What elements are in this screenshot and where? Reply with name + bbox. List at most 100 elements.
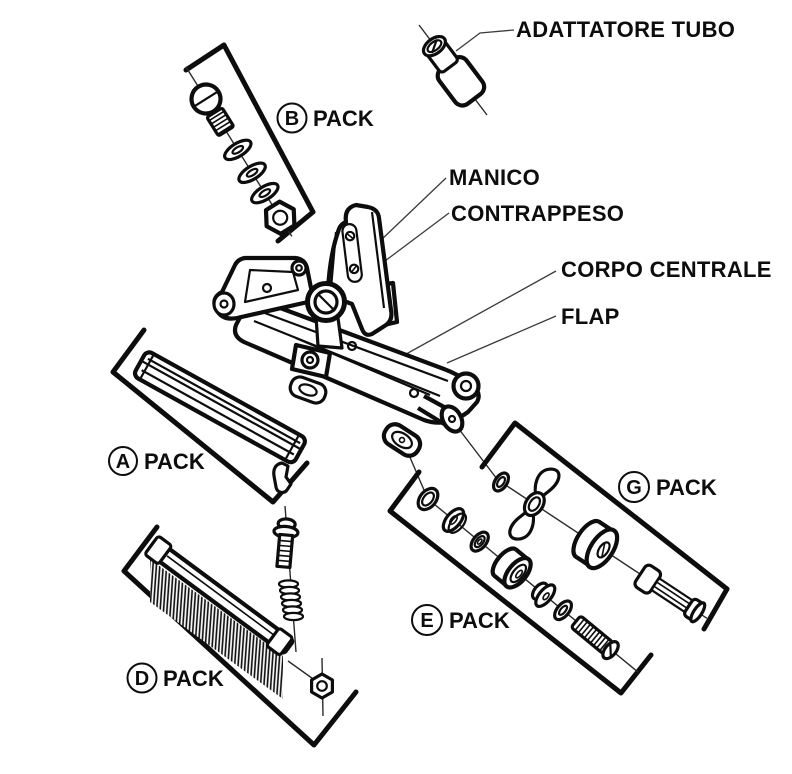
left-pivot-block <box>288 342 333 405</box>
tube-adapter-label: ADATTATORE TUBO <box>516 17 735 42</box>
pack-d-letter: D <box>135 668 149 690</box>
pack-e-letter: E <box>420 610 433 632</box>
flap-leader <box>446 315 557 364</box>
pack-a-circle <box>108 446 138 476</box>
left-foot <box>288 375 328 405</box>
brush-end-block-right <box>265 627 294 657</box>
e-screw-threads <box>574 619 610 651</box>
brush <box>144 535 295 699</box>
counterweight-slot <box>341 223 363 283</box>
right-upper-foot <box>451 371 481 401</box>
pack-b-word: PACK <box>313 106 374 131</box>
pack-a-label: A PACK <box>108 446 205 476</box>
pack-d-assembly <box>121 505 359 748</box>
counterweight-screw-bottom <box>348 263 360 275</box>
brush-end-block-left <box>144 535 173 565</box>
pack-g-circle <box>618 471 650 503</box>
nut-diagonal-line <box>287 660 317 682</box>
square-nut <box>310 672 334 700</box>
brush-bristles <box>150 559 283 699</box>
screw-thread-hatching <box>209 111 233 135</box>
left-wing-screw <box>261 282 273 294</box>
left-pivot-hole <box>305 355 315 365</box>
pack-g-word: PACK <box>656 475 717 500</box>
swivel-collar <box>305 281 347 350</box>
handle-inner-left-edge <box>329 231 338 289</box>
adapter-slot <box>431 38 438 54</box>
pack-a-word: PACK <box>144 449 205 474</box>
roller-hub-hole <box>447 414 457 424</box>
collar-inner-ring <box>313 289 339 315</box>
g-axle-pin <box>633 563 707 624</box>
left-foot-ellipse <box>298 383 318 397</box>
hex-nut <box>263 199 297 236</box>
pack-d-label: D PACK <box>126 662 224 694</box>
e-screw-head-slot <box>609 644 612 657</box>
left-wing-hub-top <box>290 259 308 277</box>
pack-d-circle <box>126 662 158 694</box>
e-washer <box>553 599 574 622</box>
g-wing-nut <box>508 467 561 541</box>
left-pivot-hub <box>300 350 320 370</box>
washer-3 <box>250 181 280 205</box>
left-wing-hub-top-hole <box>295 264 303 272</box>
labels: ADATTATORE TUBO MANICO CONTRAPPESO CORPO… <box>108 17 772 694</box>
pack-a-letter: A <box>116 451 130 473</box>
pack-b-assembly <box>183 42 316 244</box>
pack-b-circle <box>276 102 308 134</box>
e-cap <box>530 581 557 609</box>
adapter-rim-inner <box>426 39 443 54</box>
manico-leader <box>379 177 447 242</box>
deck-screw-1 <box>346 340 358 352</box>
handle-fork <box>325 202 394 337</box>
roller-face <box>439 404 465 434</box>
pack-b-label: B PACK <box>276 102 374 134</box>
bottom-foot-ellipse <box>391 430 413 450</box>
contrappeso-label: CONTRAPPESO <box>451 201 624 226</box>
corpo-centrale-label: CORPO CENTRALE <box>561 257 772 282</box>
rubber-strip <box>132 350 307 465</box>
pack-b-letter: B <box>285 108 299 130</box>
strip-clip <box>272 461 293 494</box>
pack-e-word: PACK <box>449 608 510 633</box>
e-screw <box>570 615 620 661</box>
deck-screw-2 <box>408 387 420 399</box>
washer-2 <box>237 161 267 185</box>
corpo-centrale-leader <box>389 270 557 364</box>
axle-end-face <box>689 601 707 624</box>
washer-1 <box>223 138 253 162</box>
pack-a-assembly <box>110 327 310 505</box>
bottom-foot <box>381 422 423 458</box>
vacuum-head-body <box>212 202 481 458</box>
pack-g-assembly <box>479 420 730 632</box>
tube-adapter-leader <box>455 29 515 52</box>
pack-g-bracket <box>479 420 730 632</box>
e-bushing-1 <box>441 507 468 534</box>
flap-label: FLAP <box>561 304 620 329</box>
pack-g-label: G PACK <box>618 471 717 503</box>
spring <box>277 579 305 622</box>
right-roller <box>416 394 465 434</box>
tube-adapter-part <box>418 24 488 116</box>
pack-d-bracket <box>121 524 359 748</box>
e-nut <box>416 486 440 512</box>
left-wing-linkage <box>212 255 318 321</box>
counterweight-screw-top <box>344 230 356 242</box>
left-wing-hub-left-hole <box>219 299 229 309</box>
pack-d-word: PACK <box>163 666 224 691</box>
strip-start-cap <box>139 355 154 379</box>
left-wing-inner-triangle <box>243 268 300 304</box>
contrappeso-leader <box>384 212 450 262</box>
g-washer <box>491 471 511 493</box>
g-wheel-hole <box>596 541 611 559</box>
brush-screw <box>272 517 300 570</box>
e-roller-wheel <box>490 546 533 590</box>
pack-g-letter: G <box>626 477 642 499</box>
left-wing-hub-left <box>212 291 236 317</box>
pack-e-assembly <box>387 469 654 696</box>
e-bushing-2 <box>469 530 490 553</box>
handle-inner-right-edge <box>370 211 386 309</box>
collar-slot-line <box>317 293 336 312</box>
